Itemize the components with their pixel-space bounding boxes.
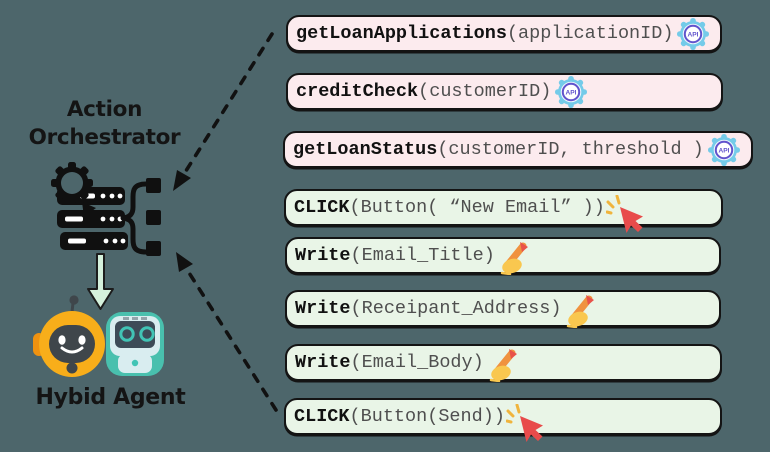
function-args: (customerID, threshold ) bbox=[437, 139, 704, 160]
dashed-arrow-top bbox=[182, 32, 274, 176]
curly-brace bbox=[120, 181, 149, 255]
api-gear-icon: API bbox=[707, 133, 740, 166]
orchestrator-title: Action Orchestrator bbox=[28, 97, 181, 150]
function-args: (Button(Send)) bbox=[349, 406, 505, 427]
function-args: (applicationID) bbox=[506, 23, 674, 44]
function-name: Write bbox=[295, 245, 351, 266]
arrowhead-bottom bbox=[176, 252, 193, 272]
action-box-get-loan-status: getLoanStatus(customerID, threshold ) AP… bbox=[283, 131, 753, 168]
function-args: (Button( “New Email” )) bbox=[349, 197, 605, 218]
writing-hand-icon bbox=[500, 241, 528, 275]
api-icon-label: API bbox=[718, 147, 729, 154]
function-name: CLICK bbox=[294, 406, 350, 427]
api-gear-icon: API bbox=[677, 17, 710, 50]
teal-robot-icon bbox=[106, 312, 164, 376]
function-args: (customerID) bbox=[418, 81, 552, 102]
agent-title: Hybid Agent bbox=[35, 385, 186, 410]
gear-server-stack-icon bbox=[51, 162, 161, 256]
gear-icon bbox=[51, 162, 96, 217]
writing-hand-icon bbox=[489, 348, 517, 382]
server-bar bbox=[57, 187, 125, 205]
api-icon-label: API bbox=[688, 31, 699, 38]
dashed-arrow-bottom bbox=[184, 266, 278, 412]
api-icon-label: API bbox=[566, 89, 577, 96]
action-box-write-email-body: Write(Email_Body) bbox=[285, 344, 722, 382]
function-name: creditCheck bbox=[296, 81, 419, 102]
action-box-write-email-title: Write(Email_Title) bbox=[285, 237, 721, 275]
cursor-click-icon bbox=[605, 194, 643, 233]
server-bar bbox=[60, 232, 128, 250]
cursor-click-icon bbox=[505, 403, 543, 442]
action-box-write-recipient-address: Write(Receipant_Address) bbox=[285, 290, 721, 328]
function-name: CLICK bbox=[294, 197, 350, 218]
yellow-robot-icon bbox=[33, 295, 105, 377]
action-box-click-new-email: CLICK(Button( “New Email” )) bbox=[284, 189, 723, 233]
action-box-get-loan-applications: getLoanApplications(applicationID) API bbox=[286, 15, 722, 52]
down-arrow-icon bbox=[87, 253, 114, 310]
function-args: (Email_Title) bbox=[350, 245, 495, 266]
function-args: (Email_Body) bbox=[350, 352, 484, 373]
hybrid-agent-icon bbox=[33, 295, 164, 377]
function-name: getLoanApplications bbox=[296, 23, 507, 44]
function-name: Write bbox=[295, 298, 351, 319]
action-box-click-send: CLICK(Button(Send)) bbox=[284, 398, 722, 442]
function-args: (Receipant_Address) bbox=[350, 298, 562, 319]
port-squares bbox=[146, 178, 161, 256]
function-name: getLoanStatus bbox=[293, 139, 438, 160]
function-name: Write bbox=[295, 352, 351, 373]
api-gear-icon: API bbox=[555, 75, 588, 108]
writing-hand-icon bbox=[567, 294, 595, 328]
action-box-credit-check: creditCheck(customerID) API bbox=[286, 73, 723, 110]
arrowhead-top bbox=[173, 170, 191, 191]
server-bar bbox=[57, 210, 125, 228]
